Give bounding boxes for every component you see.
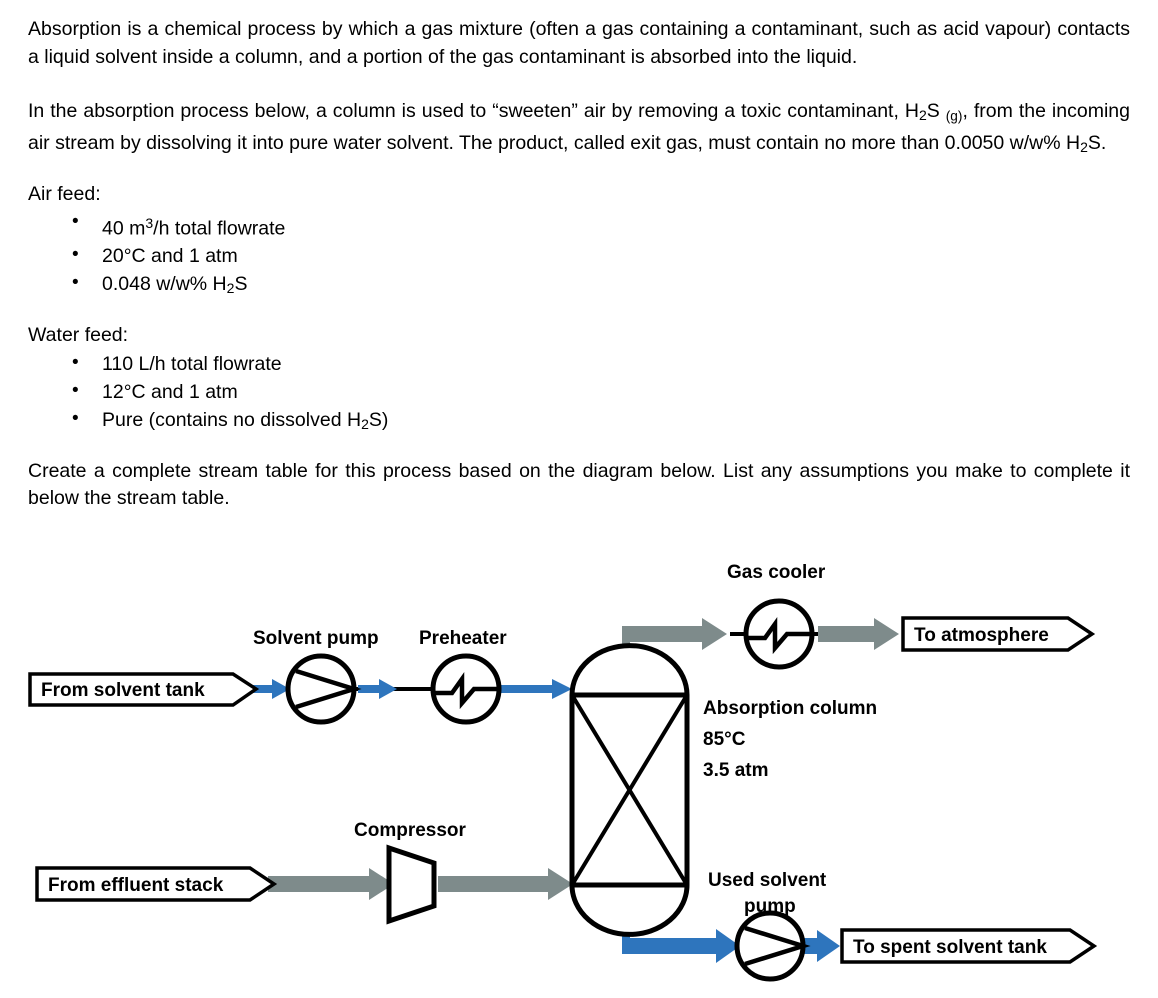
stream-column-to-used-pump [622,929,740,963]
solvent-pump-symbol[interactable] [285,653,362,725]
para2-part-b: S [926,100,946,122]
air-feed-item-1-pre: 20°C and 1 atm [102,245,238,268]
absorption-column-pressure: 3.5 atm [703,760,768,781]
stream-preheater-to-column [495,679,572,699]
paragraph-task: Create a complete stream table for this … [28,459,1130,510]
para2-part-d: S. [1087,131,1107,154]
stream-used-pump-to-spent-tank [798,930,840,962]
flag-from-solvent-tank[interactable]: From solvent tank [28,672,260,707]
list-item: 12°C and 1 atm [72,377,1130,406]
used-solvent-pump-symbol[interactable] [734,910,811,982]
used-solvent-pump-label-line2: pump [744,896,796,917]
flag-to-spent-solvent-tank[interactable]: To spent solvent tank [840,928,1098,964]
air-feed-item-0-pre: 40 m [102,217,146,240]
water-feed-item-2-sub: 2 [361,415,369,432]
problem-statement: Absorption is a chemical process by whic… [28,16,1130,513]
flag-from-solvent-tank-label: From solvent tank [41,680,205,701]
stream-compressor-to-column [438,868,573,900]
section-spacer-3 [28,438,1130,458]
used-solvent-pump-label-line1: Used solvent [708,870,827,891]
preheater-symbol[interactable] [430,653,502,725]
air-feed-item-2-sub: 2 [226,280,235,297]
para2-part-c: , from the incoming air stream by dissol… [28,100,1130,154]
solvent-pump-label: Solvent pump [253,628,379,649]
air-feed-item-2-pre: 0.048 w/w% H [102,273,227,296]
stream-effluent-to-compressor [268,868,394,900]
water-feed-item-2-pre: Pure (contains no dissolved H [102,408,362,431]
absorption-column-label: Absorption column [703,698,877,719]
section-spacer-1 [28,161,1130,181]
stream-gas-cooler-to-atmosphere [818,618,899,650]
list-item: 110 L/h total flowrate [72,349,1130,378]
paragraph-intro: Absorption is a chemical process by whic… [28,18,1130,68]
para2-sub-2b: 2 [1080,138,1088,155]
para2-sub-2a: 2 [918,107,927,124]
list-item: 20°C and 1 atm [72,241,1130,270]
air-feed-list: 40 m3/h total flowrate 20°C and 1 atm 0.… [28,208,1130,302]
flag-from-effluent-stack-label: From effluent stack [48,875,224,896]
water-feed-heading: Water feed: [28,324,129,347]
gas-cooler-symbol[interactable] [743,598,815,670]
preheater-label: Preheater [419,628,507,649]
air-feed-item-2-post: S [234,273,248,296]
list-item: 40 m3/h total flowrate [72,208,1130,242]
air-feed-heading: Air feed: [28,183,101,206]
paragraph-spacer [28,71,1130,98]
flag-to-atmosphere[interactable]: To atmosphere [901,616,1096,652]
water-feed-item-2-post: S) [368,408,389,431]
para2-part-a: In the absorption process below, a colum… [28,100,919,122]
paragraph-process-description: In the absorption process below, a colum… [28,98,1130,161]
absorption-column-temperature: 85°C [703,729,746,750]
compressor-label: Compressor [354,820,467,841]
water-feed-list: 110 L/h total flowrate 12°C and 1 atm Pu… [28,349,1130,438]
compressor-symbol[interactable] [386,844,437,925]
list-item: Pure (contains no dissolved H2S) [72,405,1130,438]
flag-to-spent-solvent-tank-label: To spent solvent tank [853,937,1047,958]
water-feed-item-0-pre: 110 L/h total flowrate [102,352,282,375]
water-feed-item-1-pre: 12°C and 1 atm [102,380,238,403]
stream-column-to-gas-cooler [622,618,727,658]
absorption-column[interactable] [569,643,690,937]
gas-cooler-label: Gas cooler [727,562,826,583]
air-feed-item-0-sup: 3 [145,214,154,231]
flag-from-effluent-stack[interactable]: From effluent stack [35,866,278,902]
para2-sub-g: (g) [945,108,963,124]
list-item: 0.048 w/w% H2S [72,269,1130,302]
stream-solvent-tank-to-pump [251,679,290,699]
section-spacer-2 [28,302,1130,322]
air-feed-item-0-post: /h total flowrate [153,217,286,240]
process-flow-diagram: From solvent tank From effluent stack To… [28,562,1098,982]
stream-pump-to-preheater [358,679,397,699]
flag-to-atmosphere-label: To atmosphere [914,625,1049,646]
